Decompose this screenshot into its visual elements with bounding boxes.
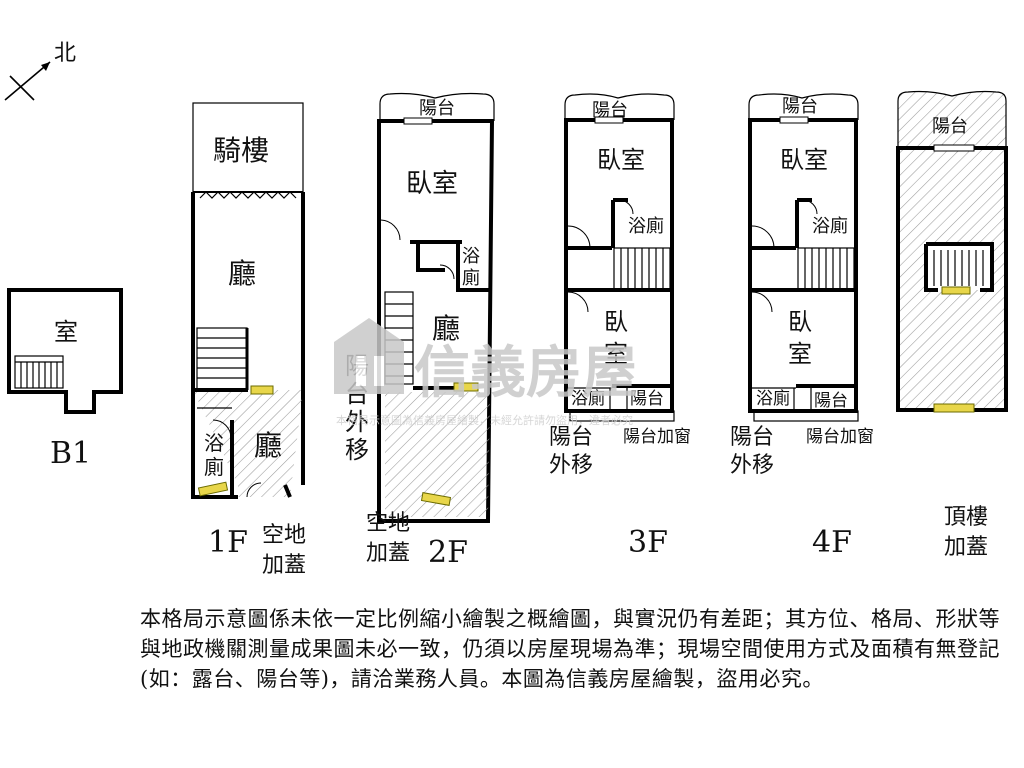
- 2f-hall-label: 廳: [432, 312, 460, 345]
- 1f-bath-char-1: 浴: [204, 431, 224, 455]
- 1f-ext-label: 空地 加蓋: [262, 523, 313, 578]
- 2f-bath-door: [439, 264, 455, 280]
- floor-3f: 陽台 臥室 浴廁 臥 室 浴廁 陽台 陽台 外移 陽台加窗: [549, 93, 691, 560]
- 2f-window: [453, 382, 479, 392]
- 1f-bath-door: [212, 419, 232, 439]
- 3f-window-add: [569, 410, 675, 422]
- compass-arrowhead: [41, 62, 50, 71]
- compass-north-label: 北: [54, 41, 76, 66]
- 1f-bath-label: 浴 廁: [204, 431, 230, 479]
- 2f-window-bottom: [420, 492, 452, 506]
- disclaimer-text: 本格局示意圖係未依一定比例縮小繪製之概繪圖，與實況仍有差距；其方位、格局、形狀等…: [140, 607, 1000, 691]
- 1f-window: [250, 385, 274, 395]
- 3f-bed-door-mid: [567, 291, 589, 313]
- 3f-stairs: [613, 247, 671, 291]
- 3f-bath-top-label: 浴廁: [628, 215, 664, 237]
- 2f-bath-label: 浴 廁: [462, 246, 486, 289]
- 2f-extension-hatch: [385, 392, 490, 517]
- floor-b1: 室 B1: [7, 288, 123, 471]
- 2f-bedroom-label: 臥室: [406, 169, 458, 199]
- floor-1f: 騎樓 廳 廳 浴 廁 1F 空地 加蓋: [191, 102, 313, 578]
- roof-balcony-label: 陽台: [932, 116, 968, 137]
- 2f-balcony-label: 陽台: [419, 98, 455, 119]
- 4f-bed-door-mid: [751, 291, 773, 313]
- floor-2f: 陽台 臥室 浴 廁 廳 陽 台 外 移: [345, 92, 495, 570]
- watermark-brand: 信義房屋: [414, 341, 638, 406]
- 4f-bath-top-label: 浴廁: [812, 215, 848, 237]
- 4f-floor-label: 4F: [812, 525, 852, 560]
- compass-arrow: [4, 61, 51, 101]
- roof-window-mid: [941, 286, 971, 295]
- watermark-notice: 本格局示意圖為信義房屋繪製，未經允許請勿盜用，違者必究: [336, 413, 633, 427]
- 1f-shutter: [199, 191, 297, 199]
- b1-room-label: 室: [54, 318, 78, 346]
- 3f-bedroom-top-label: 臥室: [597, 146, 645, 174]
- 3f-bedroom-mid-label: 臥 室: [604, 308, 636, 368]
- roof-stairs: [924, 242, 994, 292]
- 3f-window-add-label: 陽台加窗: [623, 427, 691, 447]
- compass-cross: [9, 75, 35, 101]
- roof-window-bottom: [933, 403, 975, 413]
- 3f-balcony-bottom-label: 陽台: [630, 389, 664, 409]
- 4f-bedroom-top-label: 臥室: [780, 146, 828, 174]
- 1f-hall-upper-label: 廳: [228, 257, 256, 290]
- 1f-wall-left: [191, 192, 238, 499]
- 4f-balcony-outline: [748, 93, 859, 120]
- 1f-extension-hatch: [193, 390, 303, 497]
- 1f-stairs: [196, 327, 249, 391]
- 4f-bath-bottom-label: 浴廁: [756, 388, 790, 409]
- 2f-floor-label: 2F: [428, 535, 468, 570]
- 3f-bath-bottom-label: 浴廁: [571, 388, 605, 409]
- roof-balcony: [897, 90, 1007, 149]
- 4f-bath-door: [802, 199, 818, 215]
- compass: 北: [4, 41, 76, 101]
- 1f-arcade-label: 騎樓: [213, 134, 269, 167]
- 2f-ext-label: 空地 加蓋: [366, 511, 417, 566]
- 4f-bedroom-mid-label: 臥 室: [788, 308, 820, 368]
- 3f-balcony-label: 陽台: [592, 100, 628, 121]
- 3f-floor-label: 3F: [628, 525, 668, 560]
- 4f-balcony-bottom-label: 陽台: [814, 391, 848, 411]
- floor-plan: 北 室 B1: [4, 41, 1008, 578]
- 1f-entry-door: [246, 482, 262, 498]
- floor-4f: 陽台 臥室 浴廁 臥 室 浴廁 陽台 陽台 外移 陽台加窗: [730, 93, 874, 560]
- 4f-balcony-label: 陽台: [782, 96, 818, 117]
- floor-roof: 陽台 頂樓 加蓋: [896, 90, 1008, 560]
- 1f-hall-lower-label: 廳: [254, 429, 282, 462]
- 1f-bath-char-2: 廁: [204, 455, 224, 479]
- b1-outline: [7, 288, 123, 414]
- 3f-balcony-outline: [564, 93, 675, 120]
- 4f-window-add: [753, 410, 859, 422]
- 4f-stairs: [797, 247, 855, 291]
- 2f-bed-door: [379, 219, 401, 241]
- watermark: 信義房屋 本格局示意圖為信義房屋繪製，未經允許請勿盜用，違者必究: [334, 318, 638, 427]
- 3f-bed-door-top: [567, 225, 591, 249]
- 4f-balcony-out-label: 陽台 外移: [730, 425, 781, 478]
- 4f-window-add-label: 陽台加窗: [806, 427, 874, 447]
- 3f-balcony-out-label: 陽台 外移: [549, 425, 600, 478]
- 4f-bed-door-top: [751, 225, 775, 249]
- 1f-floor-label: 1F: [208, 525, 248, 560]
- watermark-logo: [334, 318, 404, 394]
- 1f-window-bottom: [197, 481, 229, 497]
- roof-label: 頂樓 加蓋: [944, 505, 995, 560]
- 2f-bath-walls: [410, 240, 490, 292]
- b1-floor-label: B1: [50, 436, 91, 471]
- b1-stairs: [14, 355, 64, 389]
- 3f-bath-door: [618, 199, 634, 215]
- 2f-balcony-outline: [379, 92, 495, 121]
